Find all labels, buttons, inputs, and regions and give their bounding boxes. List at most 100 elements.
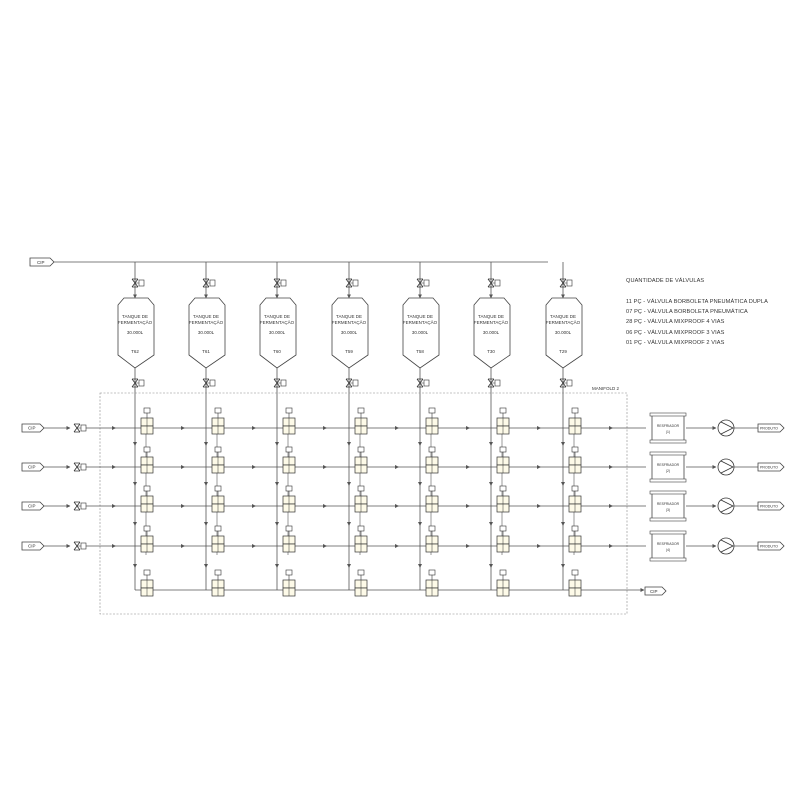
output-row-4: RESFRIADOR(4)PRODUTO [649, 530, 785, 562]
svg-text:PRODUTO: PRODUTO [760, 466, 778, 470]
mixproof-valve[interactable] [496, 485, 510, 513]
tank-vessel [402, 297, 440, 369]
product-outlet-tag: PRODUTO [757, 541, 785, 551]
mixproof-valve[interactable] [354, 485, 368, 513]
manifold-label: MANIFOLD 2 [592, 386, 620, 391]
tank-volume: 30.000L [198, 330, 215, 335]
pump-icon[interactable] [717, 537, 735, 555]
tank-inlet-valve[interactable] [416, 278, 430, 288]
tank-tag: T62 [131, 349, 139, 354]
mixproof-valve[interactable] [354, 569, 368, 597]
restrictor-3: RESFRIADOR(3) [649, 490, 687, 522]
pump-icon[interactable] [717, 458, 735, 476]
tank-name-line1: TANQUE DE [264, 314, 290, 319]
mixproof-valve[interactable] [282, 525, 296, 553]
mixproof-valve[interactable] [425, 407, 439, 435]
tank-outlet-valve[interactable] [273, 378, 287, 388]
mixproof-valve[interactable] [496, 569, 510, 597]
mixproof-valve[interactable] [282, 569, 296, 597]
tank-inlet-valve[interactable] [131, 278, 145, 288]
svg-text:(1): (1) [666, 430, 670, 434]
tank-name-line2: FERMENTAÇÃO [403, 319, 438, 325]
tank-vessel [331, 297, 369, 369]
tank-inlet-valve[interactable] [345, 278, 359, 288]
tank-volume: 30.000L [555, 330, 572, 335]
mixproof-valve[interactable] [425, 525, 439, 553]
tank-volume: 30.000L [341, 330, 358, 335]
mixproof-valve[interactable] [282, 446, 296, 474]
mixproof-valve[interactable] [211, 446, 225, 474]
tank-name-line2: FERMENTAÇÃO [260, 319, 295, 325]
mixproof-valve[interactable] [140, 569, 154, 597]
mixproof-valve[interactable] [140, 525, 154, 553]
svg-text:CIP: CIP [28, 544, 36, 549]
mixproof-valve[interactable] [425, 485, 439, 513]
tank-inlet-valve[interactable] [559, 278, 573, 288]
valve-quantity-legend: QUANTIDADE DE VÁLVULAS 11 PÇ - VÁLVULA B… [626, 276, 796, 348]
mixproof-valve[interactable] [354, 446, 368, 474]
tank-tag: T61 [202, 349, 210, 354]
svg-text:PRODUTO: PRODUTO [760, 505, 778, 509]
pump-icon[interactable] [717, 497, 735, 515]
mixproof-valve[interactable] [211, 525, 225, 553]
tank-outlet-valve[interactable] [487, 378, 501, 388]
row-inlet-valve[interactable] [73, 423, 87, 433]
mixproof-valve[interactable] [568, 525, 582, 553]
tank-inlet-valve[interactable] [273, 278, 287, 288]
tank-outlet-valve[interactable] [202, 378, 216, 388]
mixproof-valve[interactable] [568, 407, 582, 435]
product-outlet-tag: PRODUTO [757, 462, 785, 472]
cip-input-row-1: CIP [21, 423, 87, 433]
tank-name-line1: TANQUE DE [550, 314, 576, 319]
tank-vessel [545, 297, 583, 369]
tank-tag: T59 [345, 349, 353, 354]
mixproof-valve[interactable] [211, 407, 225, 435]
svg-text:(4): (4) [666, 548, 670, 552]
tank-name-line1: TANQUE DE [336, 314, 362, 319]
mixproof-valve[interactable] [211, 485, 225, 513]
restrictor-2: RESFRIADOR(2) [649, 451, 687, 483]
mixproof-valve[interactable] [496, 407, 510, 435]
mixproof-valve[interactable] [282, 485, 296, 513]
mixproof-valve[interactable] [496, 525, 510, 553]
row-inlet-valve[interactable] [73, 541, 87, 551]
tank-name-line2: FERMENTAÇÃO [118, 319, 153, 325]
tank-outlet-valve[interactable] [559, 378, 573, 388]
legend-title: QUANTIDADE DE VÁLVULAS [626, 278, 705, 284]
output-row-2: RESFRIADOR(2) PRODUTO [649, 451, 785, 483]
tank-name-line1: TANQUE DE [407, 314, 433, 319]
mixproof-valve[interactable] [140, 446, 154, 474]
svg-text:PRODUTO: PRODUTO [760, 427, 778, 431]
row-inlet-valve[interactable] [73, 501, 87, 511]
mixproof-valve[interactable] [140, 485, 154, 513]
manifold-valves-layer [140, 407, 582, 597]
tank-outlet-valve[interactable] [345, 378, 359, 388]
mixproof-valve[interactable] [354, 407, 368, 435]
tank-tag: T29 [559, 349, 567, 354]
tank-tag: T60 [273, 349, 281, 354]
mixproof-valve[interactable] [354, 525, 368, 553]
svg-text:CIP: CIP [28, 504, 36, 509]
cip-input-row-4: CIP [21, 541, 87, 551]
tank-outlet-valve[interactable] [416, 378, 430, 388]
tank-vessel [188, 297, 226, 369]
mixproof-valve[interactable] [425, 446, 439, 474]
tank-inlet-valve[interactable] [202, 278, 216, 288]
tank-outlet-valve[interactable] [131, 378, 145, 388]
mixproof-valve[interactable] [282, 407, 296, 435]
pump-icon[interactable] [717, 419, 735, 437]
mixproof-valve[interactable] [496, 446, 510, 474]
mixproof-valve[interactable] [140, 407, 154, 435]
mixproof-valve[interactable] [425, 569, 439, 597]
row-inlet-valve[interactable] [73, 462, 87, 472]
tank-inlet-valve[interactable] [487, 278, 501, 288]
mixproof-valve[interactable] [568, 446, 582, 474]
mixproof-valve[interactable] [568, 569, 582, 597]
tank-tag: T58 [416, 349, 424, 354]
mixproof-valve[interactable] [568, 485, 582, 513]
mixproof-valve[interactable] [211, 569, 225, 597]
